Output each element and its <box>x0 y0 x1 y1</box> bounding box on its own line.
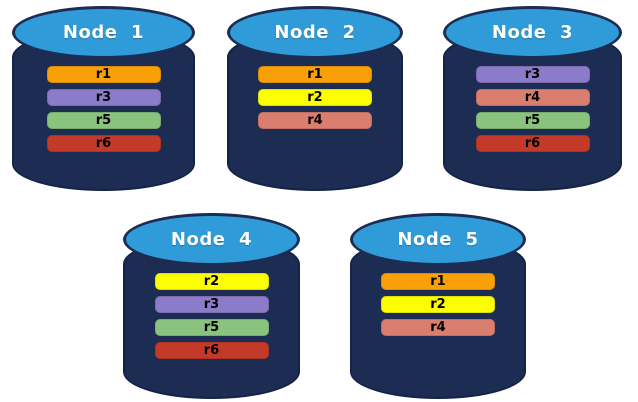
replica-bar-r1: r1 <box>258 66 372 83</box>
replica-bar-r6: r6 <box>154 342 269 359</box>
replica-bar-r5: r5 <box>46 112 161 129</box>
replica-bar-r5: r5 <box>154 319 269 336</box>
node-1-replica-list: r1 r3 r5 r6 <box>12 66 195 152</box>
node-4-label: Node 4 <box>170 229 253 250</box>
node-5-label: Node 5 <box>397 229 479 250</box>
replica-bar-r2: r2 <box>154 273 269 290</box>
node-1-cylinder-top: Node 1 <box>12 6 195 59</box>
replica-bar-r6: r6 <box>46 135 161 152</box>
replica-bar-r3: r3 <box>475 66 590 83</box>
node-3: Node 3 r3 r4 r5 r6 <box>443 6 622 191</box>
node-5-replica-list: r1 r2 r4 <box>350 273 526 336</box>
node-5-cylinder-body <box>350 237 526 399</box>
replica-bar-r3: r3 <box>46 89 161 106</box>
replica-bar-r5: r5 <box>475 112 590 129</box>
replica-bar-r4: r4 <box>381 319 495 336</box>
node-2-replica-list: r1 r2 r4 <box>227 66 403 129</box>
replica-bar-r2: r2 <box>381 296 495 313</box>
node-4-cylinder-body <box>123 237 300 399</box>
node-4-replica-list: r2 r3 r5 r6 <box>123 273 300 359</box>
replica-bar-r1: r1 <box>46 66 161 83</box>
node-2-cylinder-top: Node 2 <box>227 6 403 59</box>
replica-bar-r4: r4 <box>475 89 590 106</box>
node-2: Node 2 r1 r2 r4 <box>227 6 403 191</box>
node-3-label: Node 3 <box>491 22 574 43</box>
node-1-label: Node 1 <box>62 22 145 43</box>
node-3-replica-list: r3 r4 r5 r6 <box>443 66 622 152</box>
node-4-cylinder-top: Node 4 <box>123 213 300 266</box>
node-3-cylinder-top: Node 3 <box>443 6 622 59</box>
replica-bar-r1: r1 <box>381 273 495 290</box>
replica-bar-r6: r6 <box>475 135 590 152</box>
node-2-label: Node 2 <box>274 22 356 43</box>
replica-bar-r3: r3 <box>154 296 269 313</box>
replica-bar-r4: r4 <box>258 112 372 129</box>
node-1: Node 1 r1 r3 r5 r6 <box>12 6 195 191</box>
node-4: Node 4 r2 r3 r5 r6 <box>123 213 300 399</box>
node-5-cylinder-top: Node 5 <box>350 213 526 266</box>
node-5: Node 5 r1 r2 r4 <box>350 213 526 399</box>
replica-bar-r2: r2 <box>258 89 372 106</box>
